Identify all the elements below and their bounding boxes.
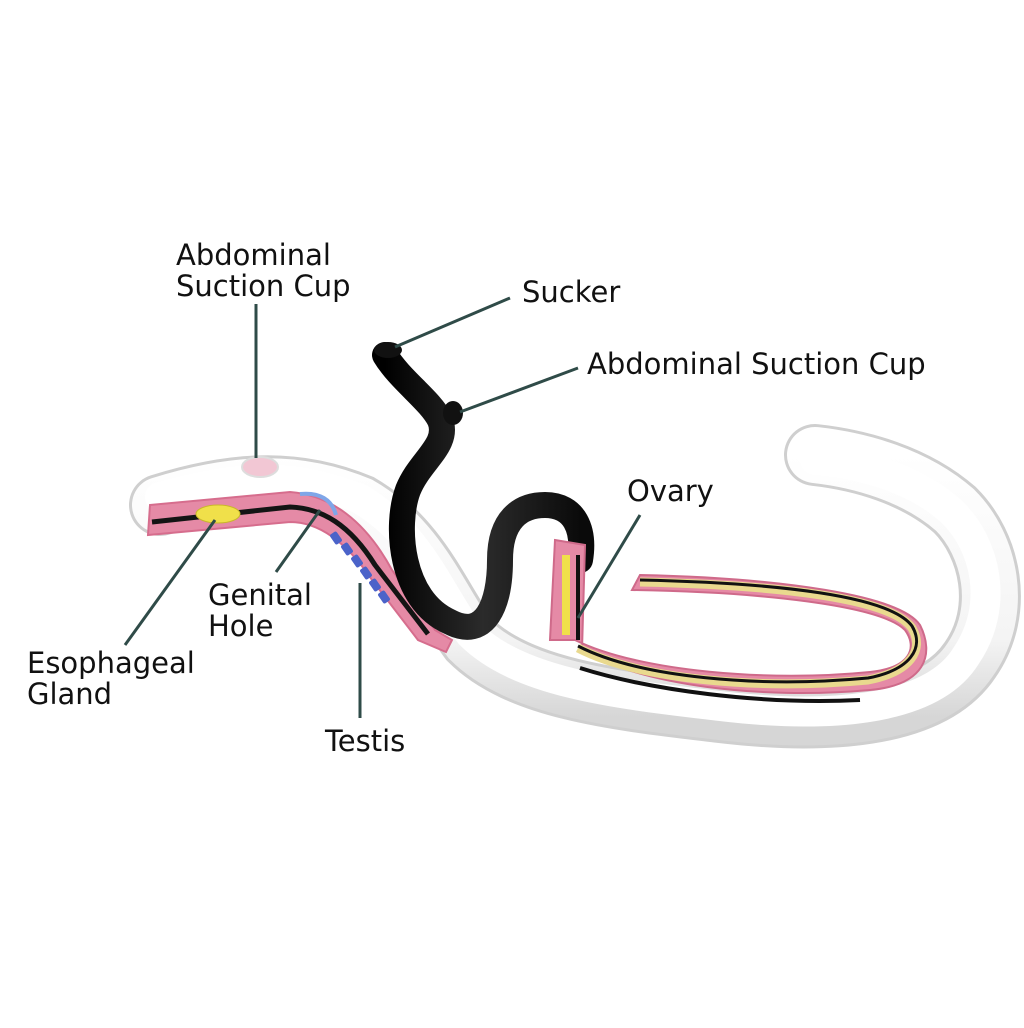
male-worm-body [129,424,1021,749]
female-worm-body [372,342,595,640]
label-testis-text: Testis [325,724,406,758]
female-ventral-sucker [443,401,463,425]
label-sucker-text: Sucker [522,275,621,309]
male-anterior-section [146,456,454,654]
label-esophageal-gland: Esophageal Gland [27,648,195,710]
label-esophageal-gland-line1: Esophageal [27,646,195,680]
leader-lines [123,296,642,718]
testis-lobes [330,531,390,604]
oral-sucker-left [241,456,279,478]
label-testis: Testis [325,726,405,757]
label-genital-hole: Genital Hole [208,580,312,642]
label-esophageal-gland-line2: Gland [27,677,113,711]
leader-sucker [394,296,511,349]
label-abdominal-suction-cup-right-text: Abdominal Suction Cup [587,347,926,381]
label-abdominal-suction-cup-right: Abdominal Suction Cup [587,349,926,380]
label-genital-hole-line1: Genital [208,578,312,612]
label-ovary: Ovary [627,476,714,507]
label-genital-hole-line2: Hole [208,609,274,643]
leader-genital-hole [274,509,322,573]
leader-esophageal-gland [123,519,217,646]
esophageal-gland-mark [195,504,241,524]
label-sucker: Sucker [522,277,620,308]
label-ovary-text: Ovary [627,474,714,508]
female-posterior-section [548,538,928,703]
leader-abdominal-suction-cup-right [459,366,579,414]
leader-ovary [576,514,642,619]
label-abdominal-suction-cup-left: Abdominal Suction Cup [176,240,351,302]
label-abdominal-suction-cup-left-line2: Suction Cup [176,269,351,303]
label-abdominal-suction-cup-left-line1: Abdominal [176,238,331,272]
